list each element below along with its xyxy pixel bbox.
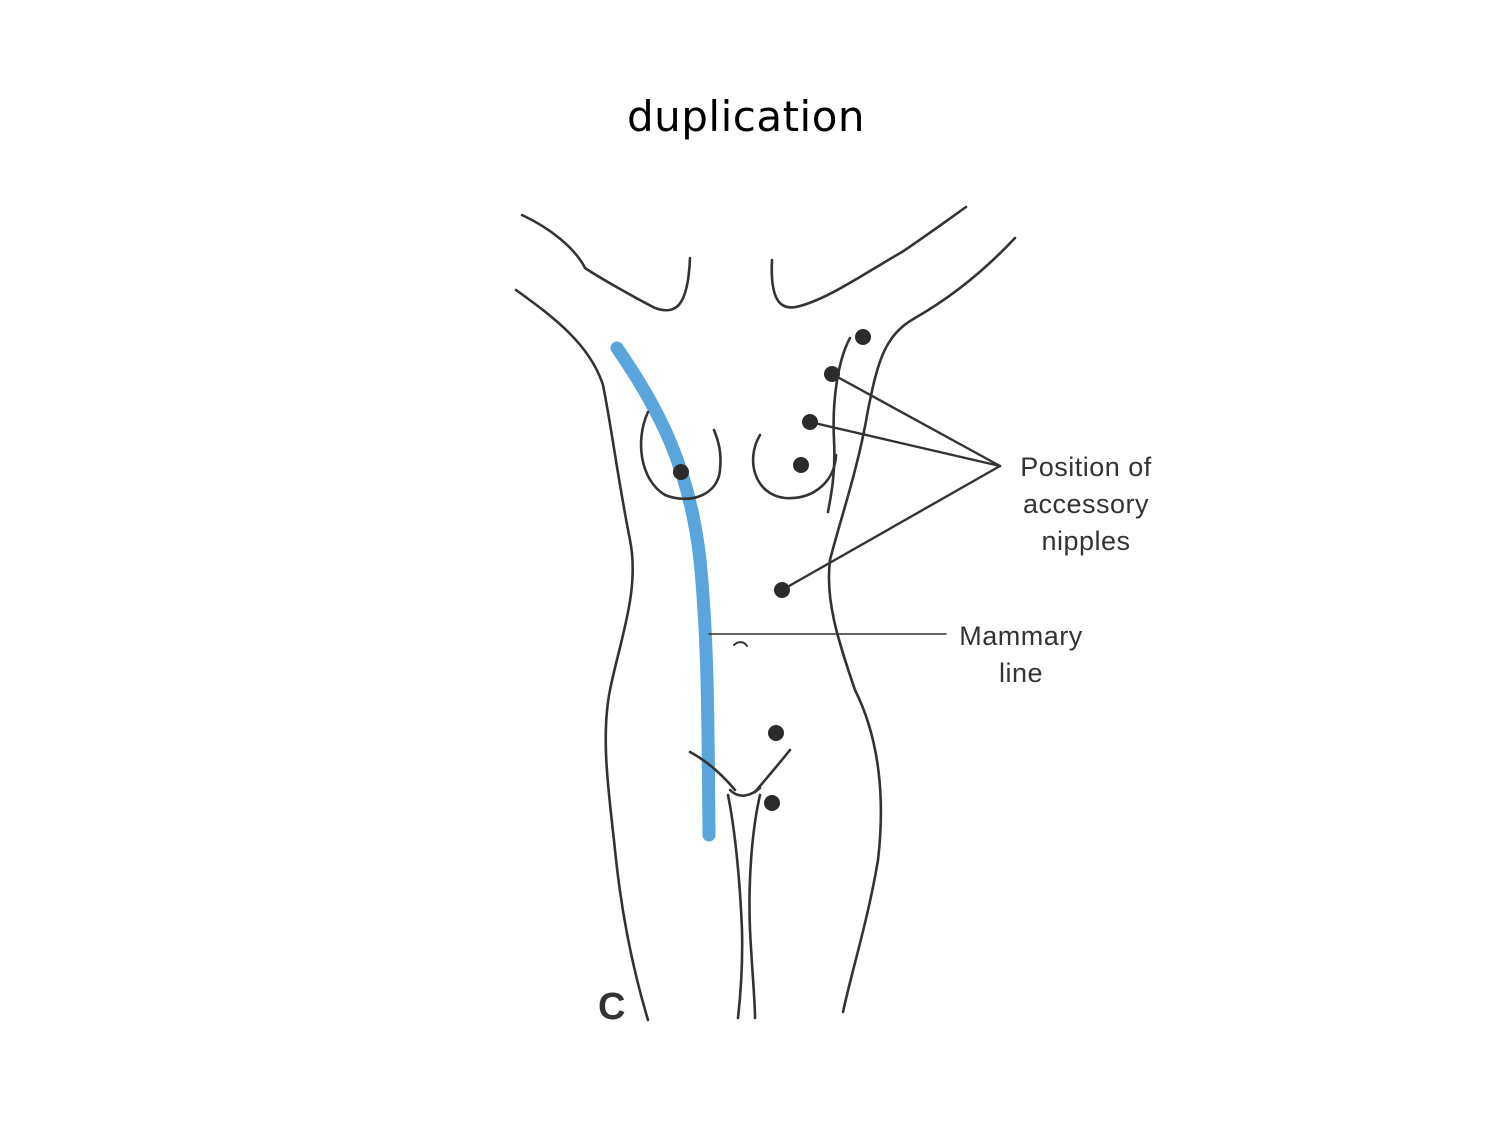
left-inner-leg	[726, 793, 744, 1020]
groin-center	[728, 786, 762, 797]
slide-title: duplication	[626, 92, 866, 141]
label-line: Mammary	[959, 621, 1083, 651]
label-accessory-nipples: Position of accessory nipples	[1004, 449, 1168, 560]
right-breast	[751, 433, 838, 500]
panel-letter: C	[598, 986, 626, 1028]
label-line: nipples	[1041, 526, 1131, 556]
left-breast	[639, 410, 722, 501]
label-line: line	[998, 658, 1044, 688]
accessory-nipple-dot	[768, 725, 784, 741]
accessory-nipple-dot	[764, 795, 780, 811]
accessory-nipple-dot	[802, 414, 818, 430]
accessory-nipple-dot	[824, 366, 840, 382]
label-line: accessory	[1022, 489, 1150, 519]
leader-accessory-3	[780, 464, 1002, 592]
body-outline	[514, 205, 1017, 1022]
label-line: Position of	[1020, 452, 1152, 482]
right-shoulder-line	[770, 205, 968, 309]
navel	[733, 641, 748, 647]
right-inner-leg	[748, 793, 762, 1020]
accessory-nipple-dot	[855, 329, 871, 345]
accessory-nipple-dot	[774, 582, 790, 598]
mammary-line-band	[610, 341, 716, 842]
nipple-dot	[673, 464, 689, 480]
left-shoulder-line	[520, 213, 692, 312]
right-inner-arm	[826, 336, 852, 514]
nipple-dot	[793, 457, 809, 473]
left-torso-side	[514, 288, 650, 1022]
leader-accessory-2	[808, 420, 1002, 468]
right-torso-side	[827, 236, 1017, 1014]
label-mammary-line: Mammary line	[946, 618, 1096, 692]
leader-lines	[708, 372, 1002, 635]
groin-right	[753, 748, 792, 794]
leader-accessory-1	[830, 372, 1002, 468]
groin-left	[688, 750, 737, 792]
nipple-dots	[673, 329, 871, 811]
